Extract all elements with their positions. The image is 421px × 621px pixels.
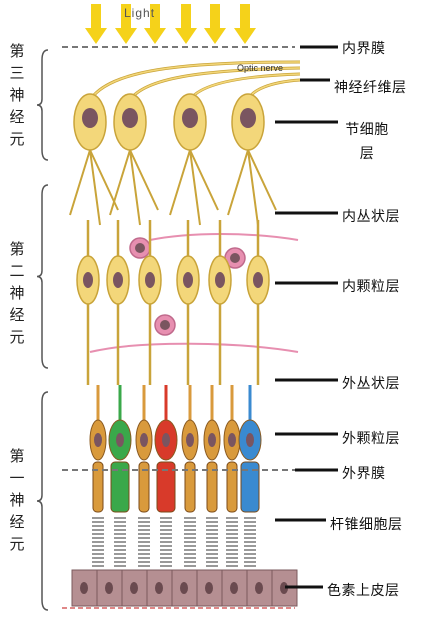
nerve-fiber-core [129,67,301,101]
layer-label-ganglion-cell: 节细胞层 [345,122,389,162]
layer-label-nerve-fiber: 神经纤维层 [334,80,407,96]
layer-label-outer-limiting-membrane: 外界膜 [342,466,386,482]
bipolar-nucleus [83,272,93,288]
pigment-cell-nucleus [155,582,163,594]
photoreceptor-inner-segment [206,461,218,513]
nerve-fiber-core [89,61,301,101]
photoreceptor-nucleus [140,433,148,447]
pigment-cell-nucleus [230,582,238,594]
pigment-epithelium-cell [96,569,123,607]
pigment-cell-nucleus [105,582,113,594]
layer-label-inner-limiting-membrane: 内界膜 [342,41,386,57]
light-arrow-head [115,28,137,44]
light-arrow-shaft [91,4,101,30]
bipolar-nucleus [145,272,155,288]
neuron-group-brace [36,184,49,369]
photoreceptor-nucleus [94,433,102,447]
ganglion-nucleus [240,108,256,128]
ganglion-nucleus [82,108,98,128]
pigment-cell-nucleus [205,582,213,594]
ganglion-dendrite [69,149,119,226]
light-arrow-shaft [181,4,191,30]
pigment-cell-nucleus [80,582,88,594]
ganglion-nucleus [182,108,198,128]
neuron-group-brace [36,391,49,611]
amacrine-process [149,233,299,241]
photoreceptor-nucleus [246,433,254,447]
amacrine-nucleus [160,320,170,330]
amacrine-nucleus [230,253,240,263]
pigment-cell-nucleus [180,582,188,594]
photoreceptor-nucleus [116,433,124,447]
photoreceptor-inner-segment [184,461,196,513]
photoreceptor-inner-segment [110,461,130,513]
ganglion-dendrite [169,149,219,226]
light-arrow-head [234,28,256,44]
light-label: Light [124,6,156,20]
pigment-cell-nucleus [130,582,138,594]
amacrine-nucleus [135,243,145,253]
light-arrow-shaft [150,4,160,30]
bipolar-nucleus [183,272,193,288]
photoreceptor-nucleus [208,433,216,447]
third-neuron-label: 第三神经元 [9,42,25,148]
photoreceptor-inner-segment [156,461,176,513]
bipolar-nucleus [113,272,123,288]
first-neuron-label: 第一神经元 [9,447,25,553]
layer-label-outer-plexiform: 外丛状层 [342,376,400,392]
light-arrow-head [175,28,197,44]
light-arrow-shaft [240,4,250,30]
layer-label-inner-nuclear: 内颗粒层 [342,279,400,295]
photoreceptor-nucleus [162,433,170,447]
light-arrow-shaft [121,4,131,30]
photoreceptor-inner-segment [226,461,238,513]
layer-label-pigment-epithelium: 色素上皮层 [327,583,400,599]
light-arrow-head [144,28,166,44]
pigment-cell-nucleus [280,582,288,594]
light-arrow-shaft [210,4,220,30]
light-arrow-head [85,28,107,44]
neuron-group-brace [36,49,49,161]
horizontal-process [89,342,299,353]
layer-label-outer-nuclear: 外颗粒层 [342,431,400,447]
photoreceptor-nucleus [228,433,236,447]
ganglion-nucleus [122,108,138,128]
light-arrow-head [204,28,226,44]
layer-label-rod-cone: 杆锥细胞层 [330,517,403,533]
photoreceptor-inner-segment [92,461,104,513]
second-neuron-label: 第二神经元 [9,240,25,346]
bipolar-nucleus [253,272,263,288]
photoreceptor-inner-segment [138,461,150,513]
bipolar-nucleus [215,272,225,288]
ganglion-dendrite [227,149,277,226]
layer-label-inner-plexiform: 内丛状层 [342,209,400,225]
photoreceptor-inner-segment [240,461,260,513]
ganglion-dendrite [109,149,159,226]
photoreceptor-nucleus [186,433,194,447]
optic-nerve-label: Optic nerve [237,63,284,73]
pigment-cell-nucleus [255,582,263,594]
